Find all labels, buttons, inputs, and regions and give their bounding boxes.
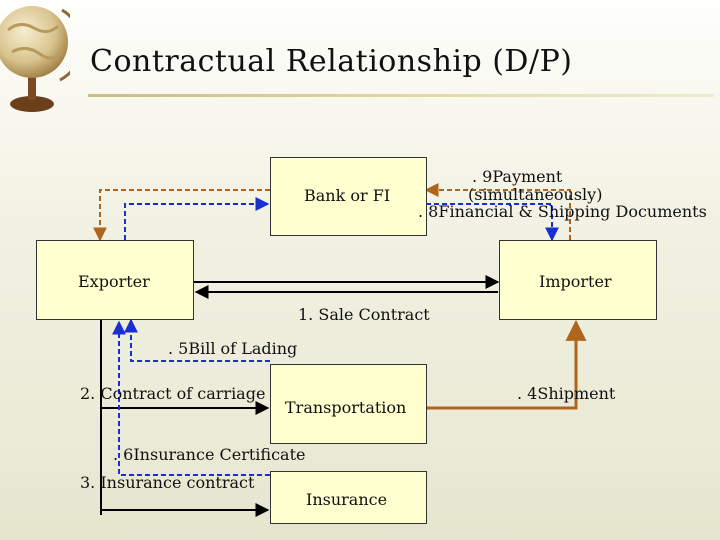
importer-label: Importer <box>539 272 612 291</box>
bill-of-lading-label: . 5Bill of Lading <box>168 339 298 358</box>
insurance-certificate-arrow <box>112 320 270 476</box>
bank-label: Bank or FI <box>304 186 391 205</box>
documents-arrow-exporter-to-bank <box>124 197 270 240</box>
bank-box: Bank or FI <box>270 157 427 236</box>
documents-label: . 8Financial & Shipping Documents <box>418 202 707 221</box>
insurance-certificate-label: . 6Insurance Certificate <box>113 445 306 464</box>
bill-of-lading-arrow <box>124 318 270 362</box>
payment-arrow-importer-to-bank <box>424 183 571 240</box>
payment-arrow-bank-to-exporter <box>93 189 270 242</box>
importer-box: Importer <box>499 240 657 320</box>
shipment-arrow <box>426 319 587 410</box>
slide-title: Contractual Relationship (D/P) <box>90 44 573 79</box>
insurance-contract-label: 3. Insurance contract <box>80 473 255 492</box>
exporter-label: Exporter <box>78 272 150 291</box>
insurance-label: Insurance <box>306 490 388 509</box>
sale-contract-label: 1. Sale Contract <box>298 305 430 324</box>
title-underline <box>88 94 714 97</box>
documents-arrow-bank-to-importer <box>426 203 559 242</box>
insurance-box: Insurance <box>270 471 427 524</box>
shipment-label: . 4Shipment <box>517 384 616 403</box>
exporter-box: Exporter <box>36 240 194 320</box>
payment-note-label: (simultaneously) <box>468 185 603 204</box>
contract-of-carriage-label: 2. Contract of carriage <box>80 384 266 403</box>
payment-label: . 9Payment <box>472 167 563 186</box>
transportation-label: Transportation <box>285 398 407 417</box>
globe-icon <box>0 6 70 112</box>
transportation-box: Transportation <box>270 364 427 444</box>
